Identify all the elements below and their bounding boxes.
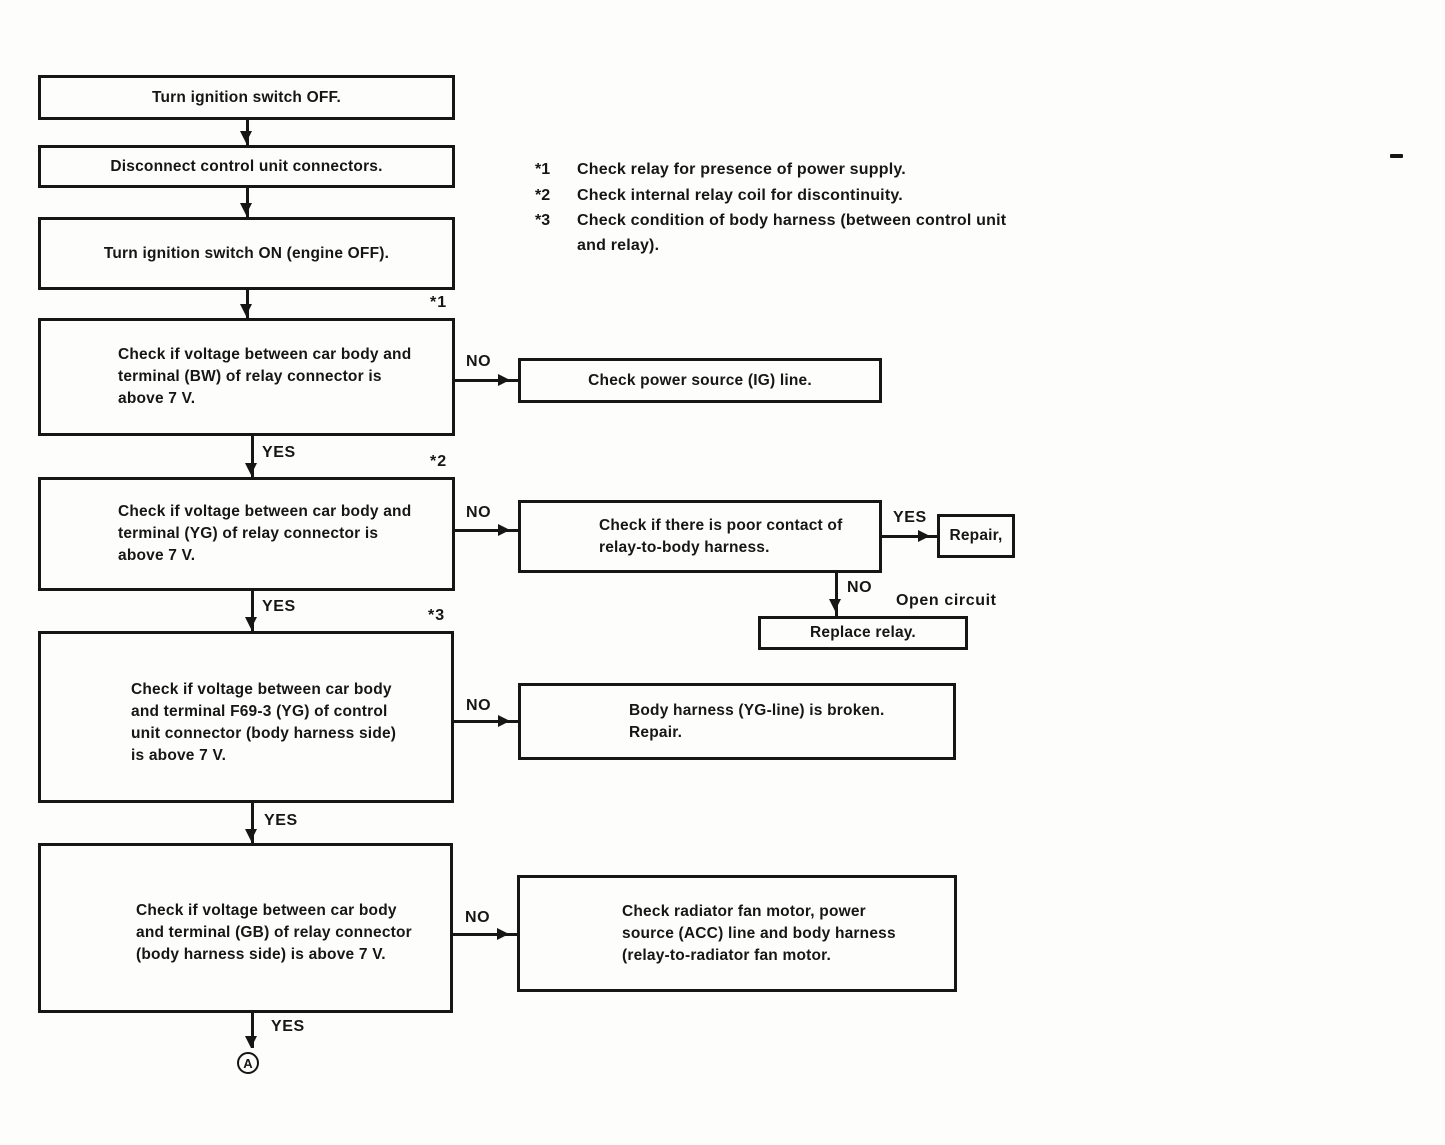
footnote-text: Check condition of body harness (between… [577,212,1007,229]
box-text: and terminal F69-3 (YG) of control [131,703,388,720]
box-yg-line-broken: Body harness (YG-line) is broken. Repair… [518,683,956,760]
box-text: Check radiator fan motor, power [622,902,866,920]
box-text: unit connector (body harness side) [131,725,397,742]
footnote-ref-3: *3 [428,607,446,624]
box-text: source (ACC) line and body harness [622,924,896,942]
arrowhead-down-icon [829,599,841,611]
box-text: and terminal (GB) of relay connector [136,924,412,941]
label-no: NO [466,697,492,714]
footnote-ref-2: *2 [430,453,448,470]
box-check-voltage-f69: Check if voltage between car body and te… [38,631,454,803]
arrow-yes-poorcontact-repair [882,535,937,538]
box-text: Check power source (IG) line. [588,371,812,389]
connector-a: A [237,1052,259,1074]
box-turn-ignition-off: Turn ignition switch OFF. [38,75,455,120]
box-text: Check if voltage between car body and [118,503,412,520]
footnote-ref-1: *1 [430,294,448,311]
label-open-circuit: Open circuit [896,592,997,609]
box-text: (relay-to-radiator fan motor. [622,946,832,964]
box-text: above 7 V. [118,390,196,407]
label-yes: YES [271,1018,305,1035]
footnote-item: *2 Check internal relay coil for discont… [535,184,1075,209]
box-text: (body harness side) is above 7 V. [136,946,386,963]
arrow-no-checkf69-ygbroken [454,720,518,723]
arrowhead-down-icon [240,203,252,215]
label-yes: YES [262,598,296,615]
box-text: terminal (BW) of relay connector is [118,368,382,385]
box-text: above 7 V. [118,547,196,564]
arrowhead-right-icon [498,374,510,386]
label-yes: YES [262,444,296,461]
arrow-no-checkgb-radiatorfan [453,933,517,936]
arrowhead-down-icon [245,617,257,629]
box-text: Check if there is poor contact of [599,516,843,534]
print-artifact-mark [1390,154,1403,158]
box-disconnect-connectors: Disconnect control unit connectors. [38,145,455,188]
box-turn-ignition-on: Turn ignition switch ON (engine OFF). [38,217,455,290]
arrowhead-right-icon [498,524,510,536]
arrow-no-checkbw-ig [455,379,518,382]
arrowhead-right-icon [498,715,510,727]
footnote-item: *1 Check relay for presence of power sup… [535,158,1075,183]
box-check-voltage-yg: Check if voltage between car body and te… [38,477,455,591]
box-check-voltage-bw: Check if voltage between car body and te… [38,318,455,436]
box-text: Repair. [629,723,683,741]
arrowhead-down-icon [240,131,252,143]
arrow-no-checkyg-poorcontact [455,529,518,532]
arrow-step2-step3 [246,188,249,217]
box-check-voltage-gb: Check if voltage between car body and te… [38,843,453,1013]
label-no: NO [466,353,492,370]
box-text: Check if voltage between car body [131,681,392,698]
footnote-text: Check internal relay coil for discontinu… [577,186,903,204]
connector-a-label: A [243,1055,253,1071]
arrowhead-right-icon [497,928,509,940]
box-text: Check if voltage between car body [136,902,397,919]
footnote-marker: *3 [535,212,551,229]
box-text: Check if voltage between car body and [118,346,412,363]
box-check-poor-contact: Check if there is poor contact of relay-… [518,500,882,573]
arrow-yes-checkf69-checkgb [251,803,254,843]
box-text: Turn ignition switch ON (engine OFF). [103,244,390,262]
footnote-marker: *2 [535,186,551,204]
box-repair: Repair, [937,514,1015,558]
label-yes: YES [264,812,298,829]
box-text: relay-to-body harness. [599,538,770,556]
box-text: Turn ignition switch OFF. [152,88,341,106]
arrow-yes-checkbw-checkyg [251,436,254,477]
arrowhead-down-icon [240,304,252,316]
arrow-yes-checkgb-connector [251,1013,254,1048]
box-text: Replace relay. [810,624,916,641]
box-text: is above 7 V. [131,747,227,764]
label-yes: YES [893,509,927,526]
box-check-radiator-fan: Check radiator fan motor, power source (… [517,875,957,992]
box-text: Disconnect control unit connectors. [110,157,383,175]
arrowhead-down-icon [245,1036,257,1048]
label-no: NO [466,504,492,521]
box-check-power-source-ig: Check power source (IG) line. [518,358,882,403]
label-no: NO [465,909,491,926]
arrowhead-down-icon [245,829,257,841]
footnote-text: Check relay for presence of power supply… [577,161,906,178]
box-text: Repair, [949,527,1003,544]
footnote-marker: *1 [535,161,551,178]
arrowhead-right-icon [918,530,930,542]
box-text: Body harness (YG-line) is broken. [629,701,885,719]
box-replace-relay: Replace relay. [758,616,968,650]
footnote-item: *3 Check condition of body harness (betw… [535,209,1075,258]
arrow-yes-checkyg-checkf69 [251,591,254,631]
arrowhead-down-icon [245,463,257,475]
box-text: terminal (YG) of relay connector is [118,525,379,542]
label-no: NO [847,579,873,596]
arrow-no-poorcontact-replacerelay [835,573,838,616]
footnote-text: and relay). [577,236,660,254]
footnotes: *1 Check relay for presence of power sup… [535,158,1075,259]
